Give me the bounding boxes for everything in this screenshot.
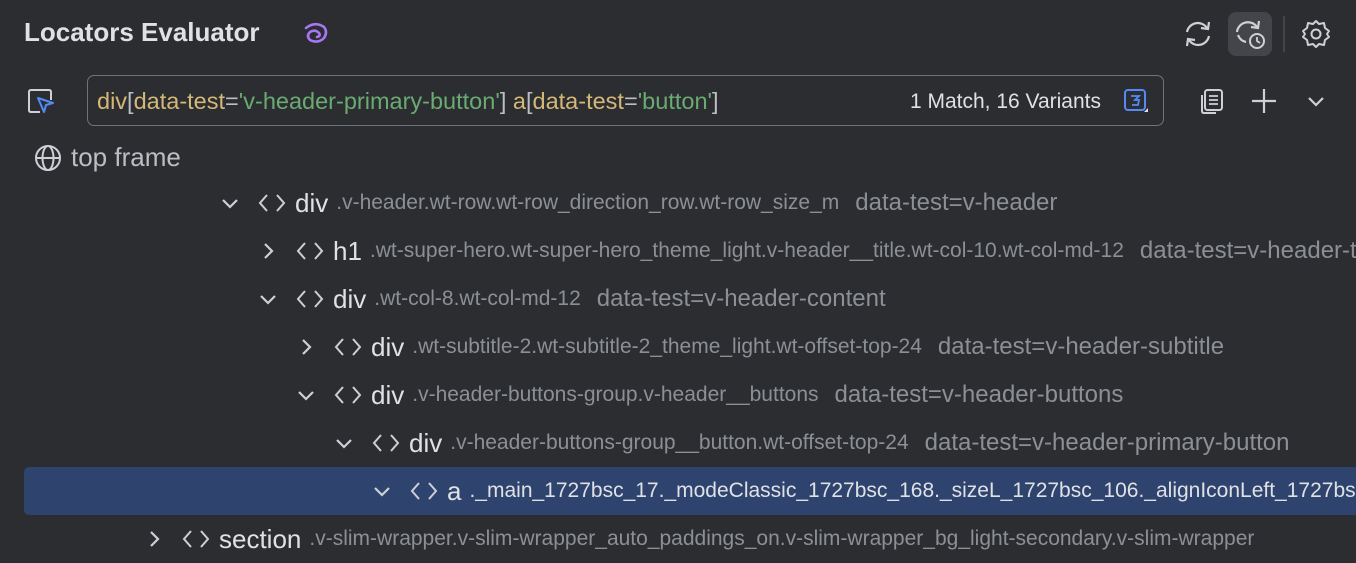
tree-node-tag: div [371, 331, 405, 362]
refresh-icon [1185, 21, 1211, 47]
tree-node-classes: .wt-super-hero.wt-super-hero_theme_light… [369, 239, 1124, 262]
tree-node[interactable]: h1 .wt-super-hero.wt-super-hero_theme_lig… [0, 227, 1356, 275]
chevron-down-icon [1308, 97, 1324, 107]
query-token: ] [499, 88, 513, 114]
tree-node-tag: a [447, 475, 462, 506]
chevron-down-icon[interactable] [219, 192, 241, 214]
tree-node-data-test: data-test=v-header-buttons [834, 381, 1124, 408]
copy-button[interactable] [1190, 79, 1234, 123]
tree-node-data-test: data-test=v-header-title [1139, 237, 1356, 264]
panel-title: Locators Evaluator [24, 17, 260, 47]
query-token: [ [525, 88, 533, 114]
query-token: 'button' [637, 88, 712, 114]
query-token: data-test [532, 88, 624, 114]
chevron-down-icon[interactable] [295, 384, 317, 406]
tree-node[interactable]: div .v-header-buttons-group__button.wt-of… [0, 419, 1356, 467]
query-token: = [225, 88, 239, 114]
tree-node-classes: .v-slim-wrapper.v-slim-wrapper_auto_padd… [309, 527, 1255, 550]
tree-node[interactable]: div .v-header.wt-row.wt-row_direction_row… [0, 179, 1356, 227]
query-token: data-test [133, 88, 226, 114]
query-token: ] [712, 88, 719, 114]
tree-node-classes: .v-header.wt-row.wt-row_direction_row.wt… [336, 191, 840, 214]
tree-node-tag: div [295, 187, 329, 218]
html-tag-icon [258, 194, 286, 212]
add-icon [1252, 89, 1276, 113]
tree-node-tag: h1 [333, 235, 362, 266]
refresh-history-icon [1235, 20, 1265, 49]
add-button[interactable] [1242, 79, 1286, 123]
tree-node[interactable]: section .v-slim-wrapper.v-slim-wrapper_au… [0, 515, 1356, 563]
chevron-right-icon[interactable] [295, 336, 317, 358]
query-token: [ [127, 88, 134, 114]
tree-node-data-test: data-test=v-header-subtitle [937, 333, 1225, 360]
html-tag-icon [372, 434, 400, 452]
settings-icon [1302, 20, 1330, 48]
query-token: 'v-header-primary-button' [238, 88, 500, 114]
tree-node[interactable]: div .wt-subtitle-2.wt-subtitle-2_theme_li… [0, 323, 1356, 371]
chevron-down-icon[interactable] [333, 432, 355, 454]
tree-node-tag: div [371, 379, 405, 410]
tree-node-classes: .wt-col-8.wt-col-md-12 [374, 287, 581, 310]
tree-node-classes: .v-header-buttons-group.v-header__button… [412, 383, 819, 406]
chevron-right-icon[interactable] [257, 240, 279, 262]
html-tag-icon [296, 290, 324, 308]
tree-node[interactable]: a ._main_1727bsc_17._modeClassic_1727bsc_… [24, 467, 1356, 515]
locator-query-text[interactable]: div[data-test='v-header-primary-button']… [97, 88, 719, 115]
chevron-down-icon[interactable] [371, 480, 393, 502]
copy-icon [1201, 89, 1223, 114]
locator-search-field[interactable]: div[data-test='v-header-primary-button']… [87, 75, 1164, 126]
refresh-button[interactable] [1176, 12, 1220, 56]
frame-selector[interactable]: top frame [34, 142, 181, 173]
html-tag-icon [410, 482, 438, 500]
match-count-label: 1 Match, 16 Variants [909, 90, 1101, 113]
tree-node-classes: ._main_1727bsc_17._modeClassic_1727bsc_1… [469, 479, 1356, 502]
html-tag-icon [182, 530, 210, 548]
auto-refresh-button[interactable] [1228, 12, 1272, 56]
html-tag-icon [334, 338, 362, 356]
chevron-down-icon[interactable] [257, 288, 279, 310]
frame-label: top frame [71, 142, 181, 172]
query-token: div [97, 88, 128, 114]
tree-node-classes: .wt-subtitle-2.wt-subtitle-2_theme_light… [412, 335, 922, 358]
tree-node-data-test: data-test=v-header-primary-button [924, 429, 1290, 456]
css-selector-icon[interactable] [1123, 88, 1149, 114]
query-token: a [512, 88, 526, 114]
more-options-button[interactable] [1294, 79, 1338, 123]
tree-node-tag: div [409, 427, 443, 458]
tree-node-tag: div [333, 283, 367, 314]
tree-node[interactable]: div .wt-col-8.wt-col-md-12 data-test=v-hea… [0, 275, 1356, 323]
tree-node-classes: .v-header-buttons-group__button.wt-offse… [450, 431, 909, 454]
element-picker-icon[interactable] [26, 86, 56, 116]
tree-node-data-test: data-test=v-header [855, 189, 1058, 216]
chevron-right-icon[interactable] [143, 528, 165, 550]
html-tag-icon [296, 242, 324, 260]
tree-node-data-test: data-test=v-header-content [596, 285, 886, 312]
toolbar-separator [1283, 16, 1285, 52]
tree-node-tag: section [219, 523, 302, 554]
settings-button[interactable] [1294, 12, 1338, 56]
html-tag-icon [334, 386, 362, 404]
ai-spiral-icon[interactable] [300, 20, 330, 48]
globe-icon [35, 144, 61, 171]
query-token: = [623, 88, 638, 114]
tree-node[interactable]: div .v-header-buttons-group.v-header__but… [0, 371, 1356, 419]
